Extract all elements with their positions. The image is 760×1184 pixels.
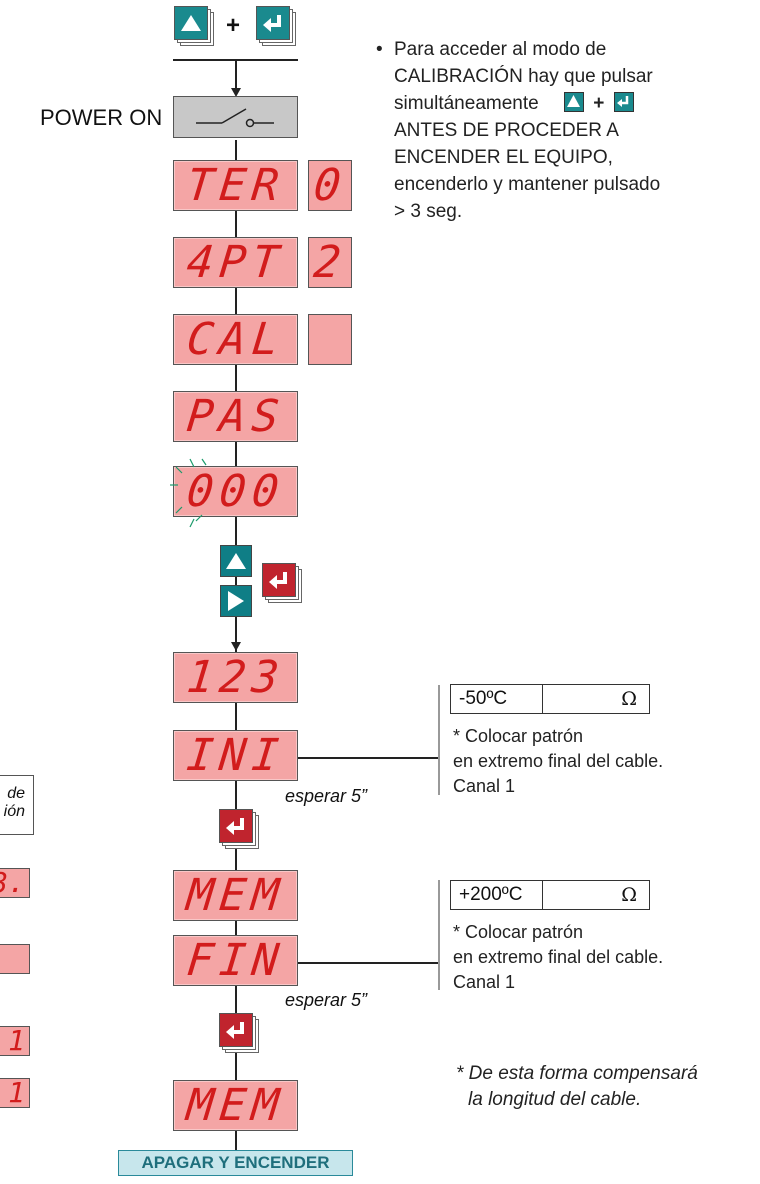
display-ter-value: 0 <box>308 160 352 211</box>
display-text: FIN <box>184 934 287 986</box>
bracket-line <box>438 685 440 795</box>
bullet: • <box>376 39 383 60</box>
enter-key[interactable] <box>219 809 259 849</box>
display-text: INI <box>184 729 287 781</box>
plus-sign: + <box>226 12 241 39</box>
footnote: * De esta forma compensará la longitud d… <box>456 1063 698 1110</box>
wait-label: esperar 5” <box>285 786 368 806</box>
display-mem: MEM <box>173 1080 298 1131</box>
display-fin: FIN <box>173 935 298 986</box>
calibration-note-low: * Colocar patrón en extremo final del ca… <box>453 726 664 796</box>
ohm-cell: Ω <box>621 688 637 710</box>
flow-line <box>235 60 237 90</box>
connector-line <box>298 962 438 964</box>
calibration-table-high: +200ºC Ω <box>450 880 650 910</box>
enter-key[interactable] <box>219 1013 259 1053</box>
display-pas: PAS <box>173 391 298 442</box>
display-mem: MEM <box>173 870 298 921</box>
up-arrow-icon <box>226 553 246 569</box>
left-display: 1 <box>0 1026 30 1056</box>
enter-icon <box>262 563 296 597</box>
enter-icon <box>256 6 290 40</box>
ohm-cell: Ω <box>621 884 637 906</box>
arrow-head <box>231 88 241 97</box>
display-code: 000 <box>173 466 298 517</box>
display-ini: INI <box>173 730 298 781</box>
temperature-cell: +200ºC <box>451 881 543 909</box>
display-4pt-value: 2 <box>308 237 352 288</box>
display-text: MEM <box>184 869 287 921</box>
plus-sign: + <box>593 93 605 114</box>
left-display: 3. <box>0 868 30 898</box>
display-text: TER <box>184 159 287 211</box>
instructions: •Para acceder al modo de CALIBRACIÓN hay… <box>376 36 756 225</box>
up-key-icon <box>563 92 584 112</box>
final-action-box: APAGAR Y ENCENDER <box>118 1150 353 1176</box>
up-key[interactable] <box>220 545 252 577</box>
power-on-label: POWER ON <box>40 105 163 130</box>
enter-key-icon <box>613 92 634 112</box>
temperature-cell: -50ºC <box>451 685 543 713</box>
blink-marks-icon <box>170 458 207 528</box>
display-text: 2 <box>311 236 349 288</box>
up-key[interactable] <box>174 6 214 46</box>
switch-icon <box>196 108 274 128</box>
display-123: 123 <box>173 652 298 703</box>
display-4pt: 4PT <box>173 237 298 288</box>
display-text: CAL <box>184 313 287 365</box>
display-text: PAS <box>184 390 287 442</box>
right-key[interactable] <box>220 585 252 617</box>
display-text: 123 <box>184 651 287 703</box>
enter-icon <box>219 809 253 843</box>
calibration-table-low: -50ºC Ω <box>450 684 650 714</box>
display-text: 4PT <box>184 236 287 288</box>
right-arrow-icon <box>228 591 244 611</box>
enter-icon <box>219 1013 253 1047</box>
display-text: 0 <box>311 159 349 211</box>
power-switch[interactable] <box>173 96 298 138</box>
bracket-line <box>438 880 440 990</box>
left-display: 1 <box>0 1078 30 1108</box>
display-ter: TER <box>173 160 298 211</box>
arrow-head <box>231 642 241 651</box>
calibration-note-high: * Colocar patrón en extremo final del ca… <box>453 922 664 992</box>
connector-line <box>298 757 438 759</box>
up-arrow-icon <box>174 6 208 40</box>
enter-key[interactable] <box>256 6 296 46</box>
enter-key[interactable] <box>262 563 302 603</box>
display-text: MEM <box>184 1079 287 1131</box>
left-display: _ <box>0 944 30 974</box>
display-cal: CAL <box>173 314 298 365</box>
display-cal-empty <box>308 314 352 365</box>
left-note-box: de ión <box>0 775 34 835</box>
separator-line <box>173 59 298 61</box>
wait-label: esperar 5” <box>285 990 368 1010</box>
